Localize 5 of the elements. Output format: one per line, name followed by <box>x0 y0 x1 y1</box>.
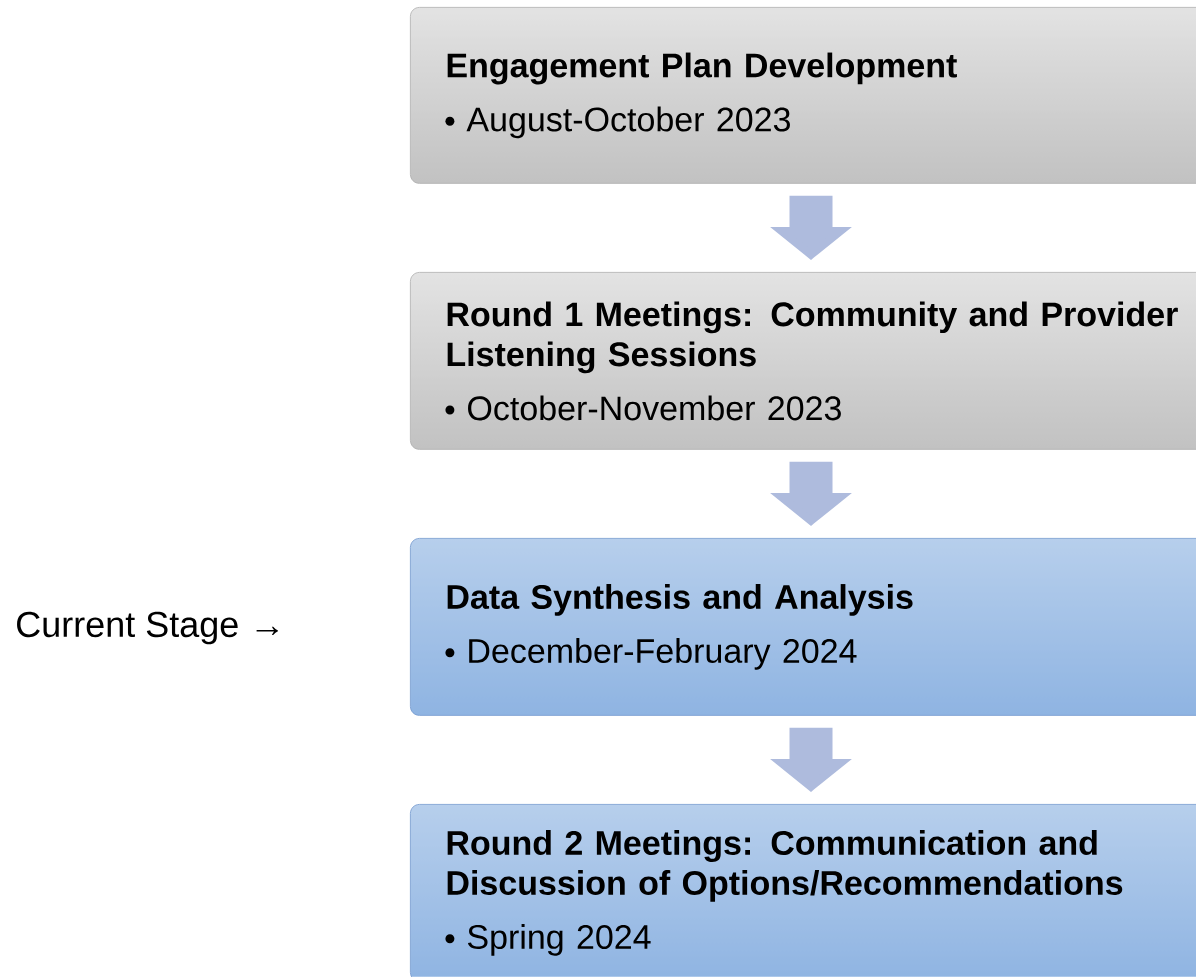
stage-marker-label: Current Stage → <box>17 611 278 645</box>
stage-box: Engagement Plan Development August-October 2023 <box>410 7 1196 184</box>
stage-box: Data Synthesis and Analysis December-February 2024 <box>410 538 1196 716</box>
stage-box: Round 2 Meetings: Communication and Discussion of Options/Recommendations Spring 2024 <box>410 804 1196 977</box>
stage-box: Round 1 Meetings: Community and Provider Listening Sessions October-November 2023 <box>410 272 1196 450</box>
